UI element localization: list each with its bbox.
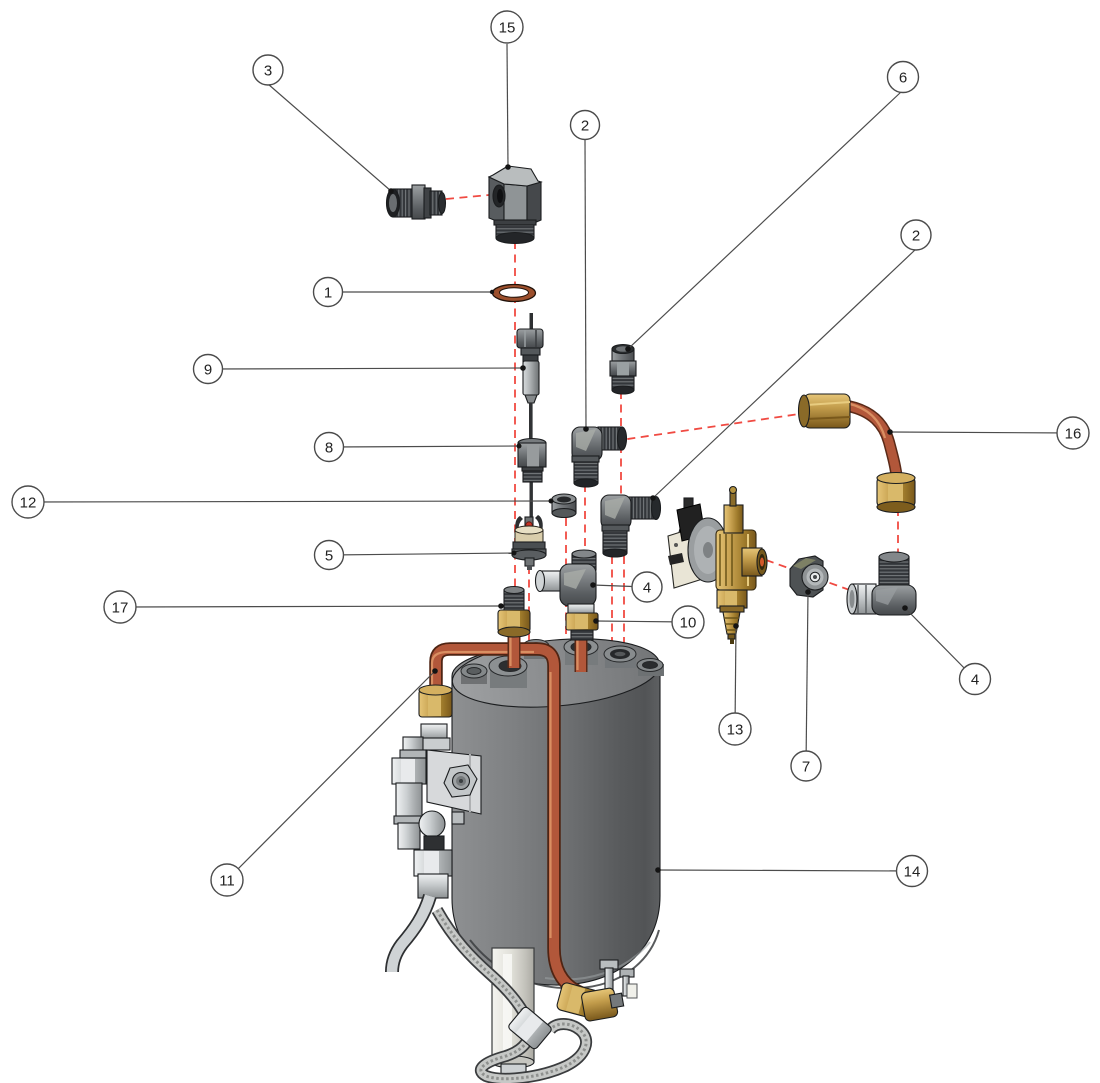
callout-6: 6 [886, 60, 920, 94]
part-2-elbow-a [571, 426, 628, 488]
svg-text:1: 1 [324, 285, 332, 302]
hose-coupling-nut [508, 1006, 552, 1050]
callout-5: 5 [313, 539, 345, 571]
pipe-16-bottom-nut [876, 471, 916, 514]
callout-7: 7 [790, 750, 822, 782]
pipe-16-top-nut [797, 393, 851, 429]
svg-text:17: 17 [112, 600, 129, 617]
part-7-nut [789, 555, 829, 598]
svg-text:16: 16 [1065, 426, 1082, 443]
svg-text:7: 7 [802, 759, 810, 776]
part-4-elbow-right [846, 551, 917, 616]
svg-text:15: 15 [499, 20, 516, 37]
callout-11: 11 [210, 863, 244, 897]
svg-text:13: 13 [727, 722, 744, 739]
pipe-11-bottom-elbow [556, 982, 625, 1022]
part-1-oring [491, 283, 537, 303]
valve-stem [723, 504, 744, 534]
callout-9: 9 [192, 353, 224, 385]
callout-4-right: 4 [958, 662, 992, 696]
callout-4-middle: 4 [631, 571, 663, 603]
callout-1: 1 [312, 276, 344, 308]
part-3-fitting [385, 184, 447, 220]
part-16-pipe [797, 393, 916, 514]
part-17-fitting [497, 585, 531, 668]
part-2-elbow-b [600, 494, 662, 558]
part-12-nut [551, 493, 577, 519]
svg-text:6: 6 [899, 70, 907, 87]
part-13-valve [667, 485, 768, 644]
callout-16: 16 [1056, 416, 1090, 450]
callout-2-lower: 2 [900, 219, 932, 251]
pipe-11-brass-nut [418, 684, 453, 718]
callout-13: 13 [718, 712, 752, 746]
leader-lines [27, 43, 1074, 881]
callout-10: 10 [671, 605, 705, 639]
svg-text:5: 5 [325, 548, 333, 565]
svg-text:9: 9 [204, 362, 212, 379]
svg-text:4: 4 [971, 672, 979, 689]
group-valve-assembly [385, 723, 593, 1083]
svg-text:2: 2 [581, 118, 589, 135]
svg-text:3: 3 [264, 63, 272, 80]
svg-text:4: 4 [643, 580, 651, 597]
callout-8: 8 [313, 431, 345, 463]
callout-15: 15 [490, 10, 524, 44]
svg-text:14: 14 [904, 864, 921, 881]
part-8-fitting [517, 437, 547, 483]
part-11-copper-pipe [418, 642, 625, 1022]
part-4-10-assembly [534, 549, 599, 672]
callout-17: 17 [103, 590, 137, 624]
braided-hose [431, 907, 593, 1083]
svg-text:11: 11 [219, 873, 235, 890]
part-6-nipple [609, 343, 637, 395]
part-9-probe [516, 313, 544, 518]
svg-text:2: 2 [912, 228, 920, 245]
part-15-fitting [487, 165, 543, 245]
svg-text:12: 12 [20, 495, 37, 512]
svg-text:10: 10 [680, 615, 697, 632]
callout-2-upper: 2 [569, 109, 601, 141]
part-5-element [511, 515, 547, 570]
callout-12: 12 [11, 485, 45, 519]
group-bracket-plate [426, 749, 482, 825]
svg-text:8: 8 [325, 440, 333, 457]
callout-3: 3 [252, 54, 284, 86]
callout-14: 14 [895, 854, 929, 888]
